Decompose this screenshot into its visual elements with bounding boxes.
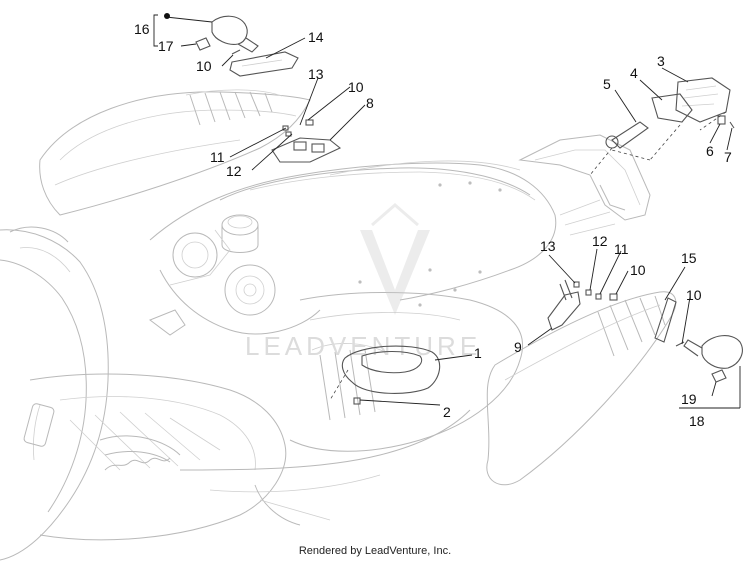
callout-13: 13 — [540, 238, 556, 254]
watermark-logo — [360, 203, 430, 315]
callout-1: 1 — [474, 345, 482, 361]
callout-12: 12 — [226, 163, 242, 179]
callout-9: 9 — [514, 339, 522, 355]
callout-12: 12 — [592, 233, 608, 249]
scooter-body-drawing — [0, 89, 651, 561]
callout-3: 3 — [657, 53, 665, 69]
callout-dot — [164, 13, 170, 19]
callout-7: 7 — [724, 149, 732, 165]
callout-15: 15 — [681, 250, 697, 266]
callout-2: 2 — [443, 404, 451, 420]
callout-10: 10 — [686, 287, 702, 303]
callout-6: 6 — [706, 143, 714, 159]
callout-8: 8 — [366, 95, 374, 111]
callout-19: 19 — [681, 391, 697, 407]
callout-10: 10 — [196, 58, 212, 74]
callout-10: 10 — [630, 262, 646, 278]
watermark-text: LEADVENTURE — [245, 331, 481, 361]
leader-lines — [153, 14, 741, 409]
callout-17: 17 — [158, 38, 174, 54]
callout-18: 18 — [689, 413, 705, 429]
callout-10: 10 — [348, 79, 364, 95]
callout-labels: 16 17 10 14 13 10 8 11 12 3 4 5 6 7 1 2 … — [134, 13, 732, 429]
callout-5: 5 — [603, 76, 611, 92]
callout-13: 13 — [308, 66, 324, 82]
callout-11: 11 — [614, 241, 629, 257]
callout-4: 4 — [630, 65, 638, 81]
parts-drawing — [195, 15, 743, 486]
callout-16: 16 — [134, 21, 150, 37]
callout-14: 14 — [308, 29, 324, 45]
callout-11: 11 — [210, 149, 225, 165]
rendered-by-footer: Rendered by LeadVenture, Inc. — [298, 545, 452, 557]
